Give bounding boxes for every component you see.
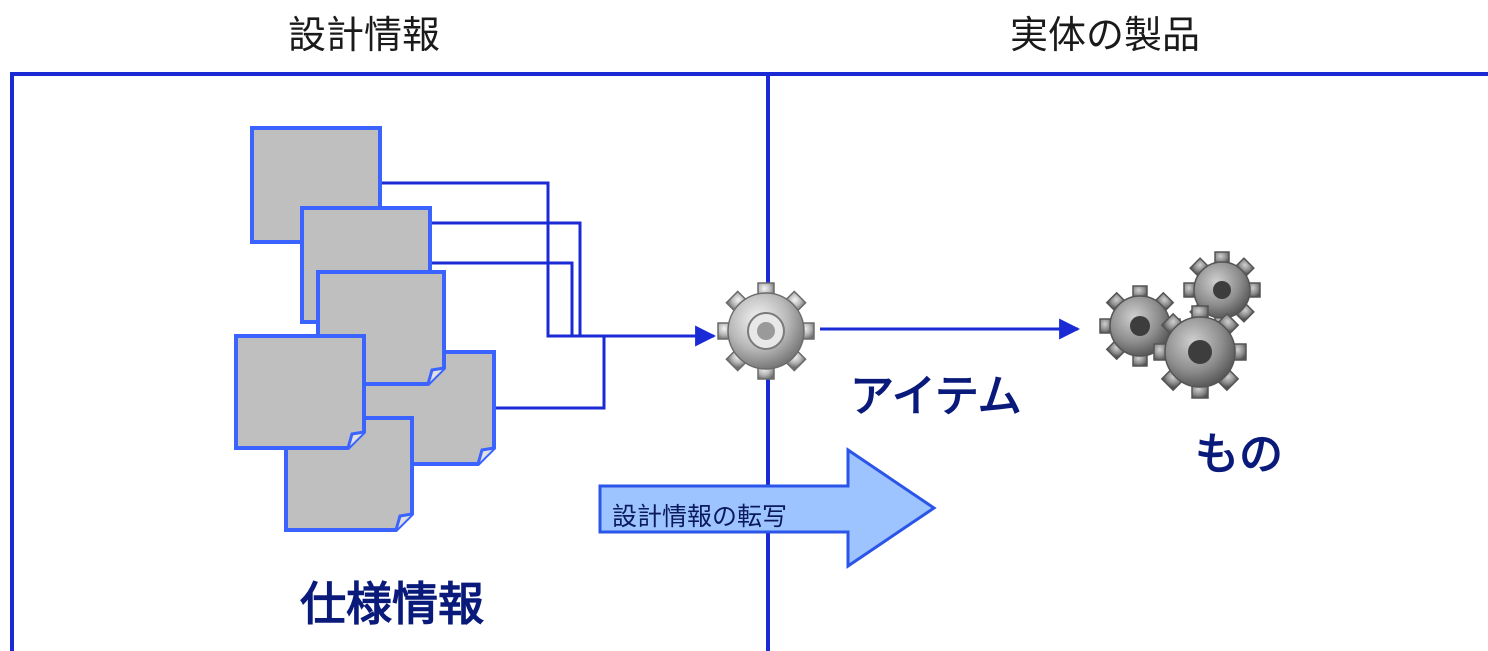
connector-line-2 (382, 221, 582, 336)
document-icon (234, 334, 366, 450)
item-label: アイテム (850, 371, 1022, 422)
gears-icon (1099, 251, 1261, 399)
transfer-arrow-label: 設計情報の転写 (612, 502, 788, 531)
transfer-arrow (598, 447, 937, 569)
connector-line-4 (495, 336, 606, 410)
gear-icon (717, 282, 815, 380)
connector-line-3 (430, 261, 574, 336)
spec-info-label: 仕様情報 (300, 577, 484, 631)
document-stack (234, 126, 496, 532)
thing-label: もの (1195, 429, 1283, 480)
left-header: 設計情報 (288, 13, 441, 57)
right-header: 実体の製品 (1010, 13, 1201, 57)
